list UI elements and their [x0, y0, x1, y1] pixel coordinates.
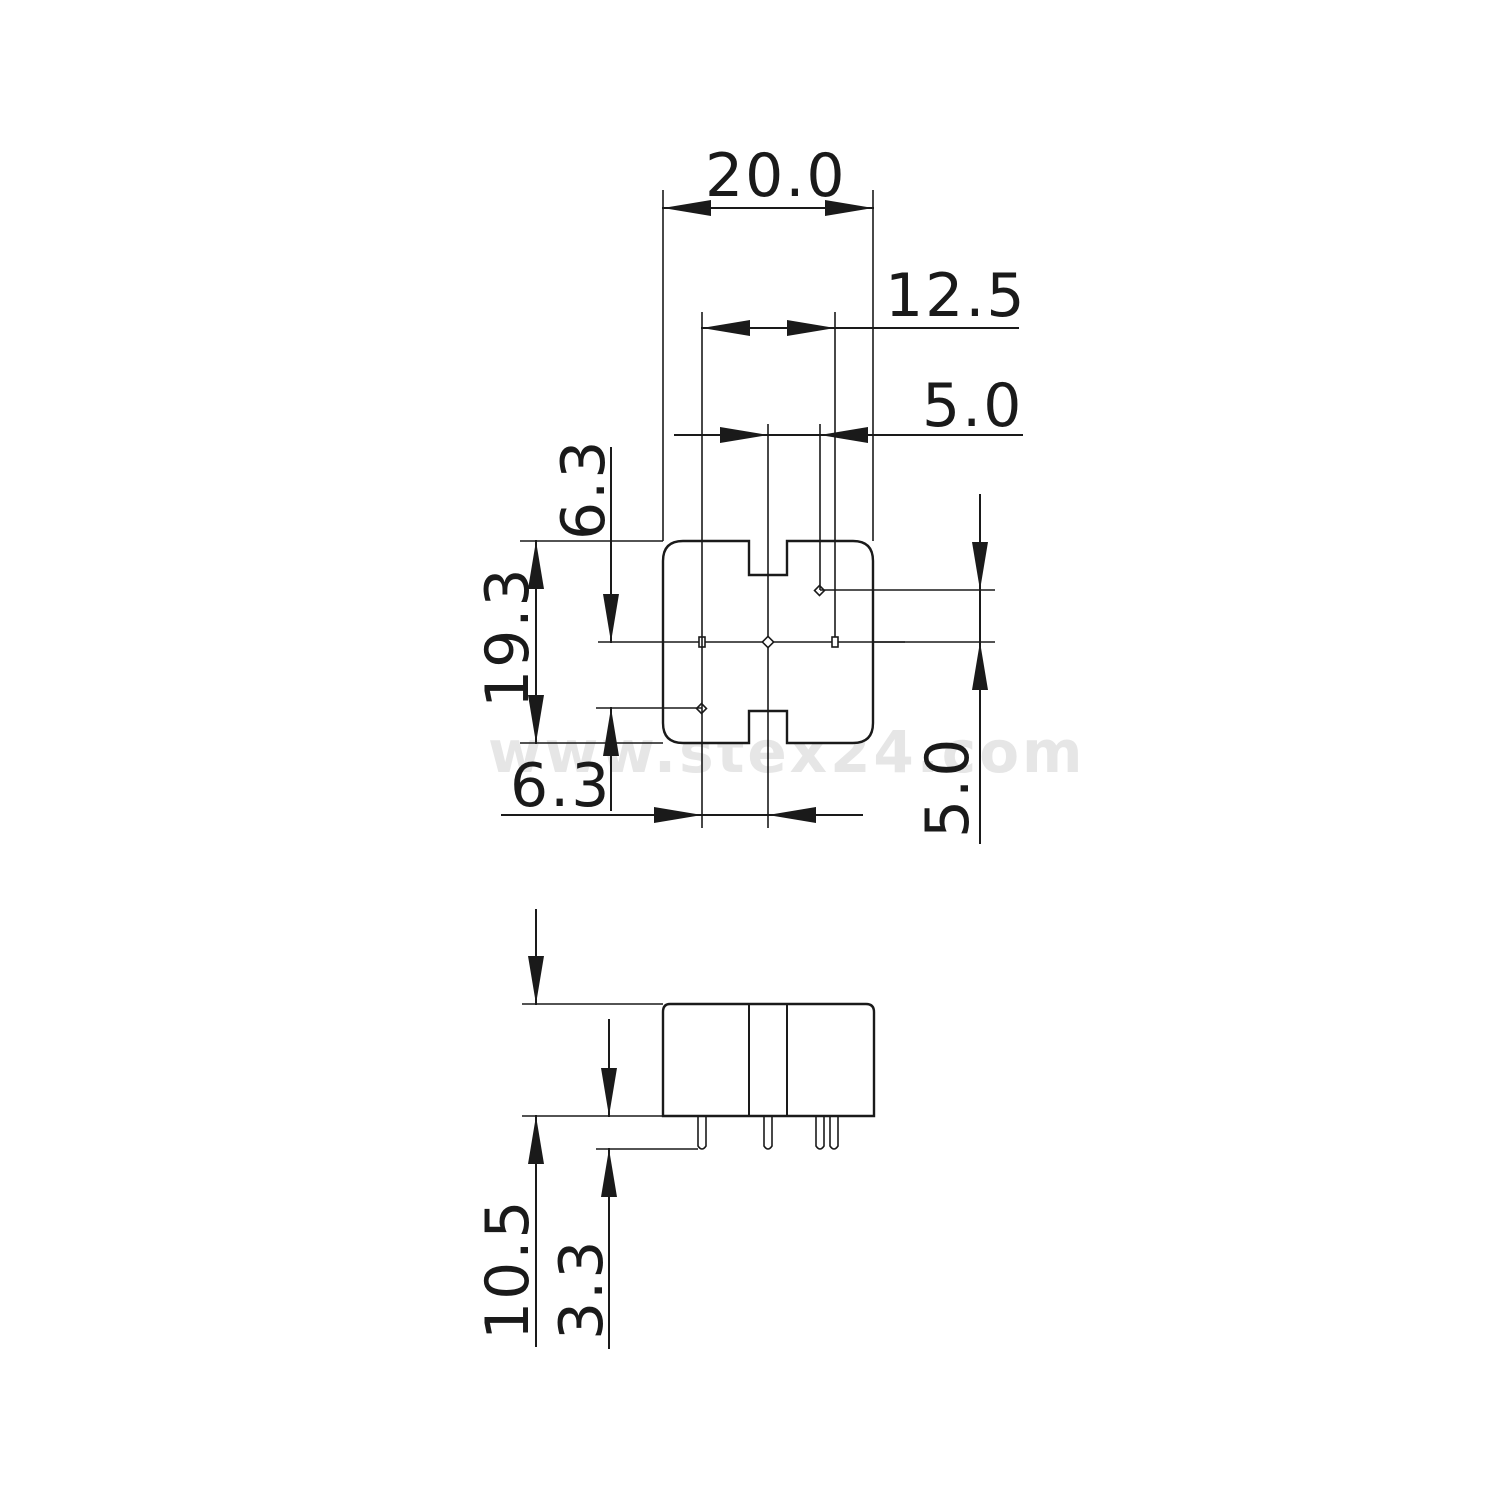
pin-center [761, 635, 775, 649]
top-view: 20.0 12.5 5.0 6.3 19.3 6.3 5.0 [473, 141, 1027, 844]
side-view: 10.5 3.3 [473, 909, 876, 1349]
pin-right [831, 636, 839, 648]
watermark: www.stex24.com [488, 718, 1085, 786]
pin-side-left [697, 1116, 707, 1150]
dim-width-total: 20.0 [705, 141, 847, 211]
pin-side-center [763, 1116, 773, 1150]
pin-side-right-a [815, 1116, 825, 1150]
dim-pin-length: 3.3 [547, 1239, 617, 1340]
dim-right-offset: 5.0 [913, 737, 983, 838]
dim-top-offset: 6.3 [549, 439, 619, 540]
dim-bottom-offset: 6.3 [510, 751, 611, 821]
pin-side-right-b [829, 1116, 839, 1150]
dim-pin-offset: 5.0 [922, 371, 1023, 441]
component-outline-side [661, 1002, 876, 1118]
dim-height-total: 19.3 [473, 566, 543, 708]
pin-upper-right [813, 584, 826, 597]
dim-side-height: 10.5 [473, 1198, 543, 1340]
dim-pin-span: 12.5 [885, 261, 1027, 331]
